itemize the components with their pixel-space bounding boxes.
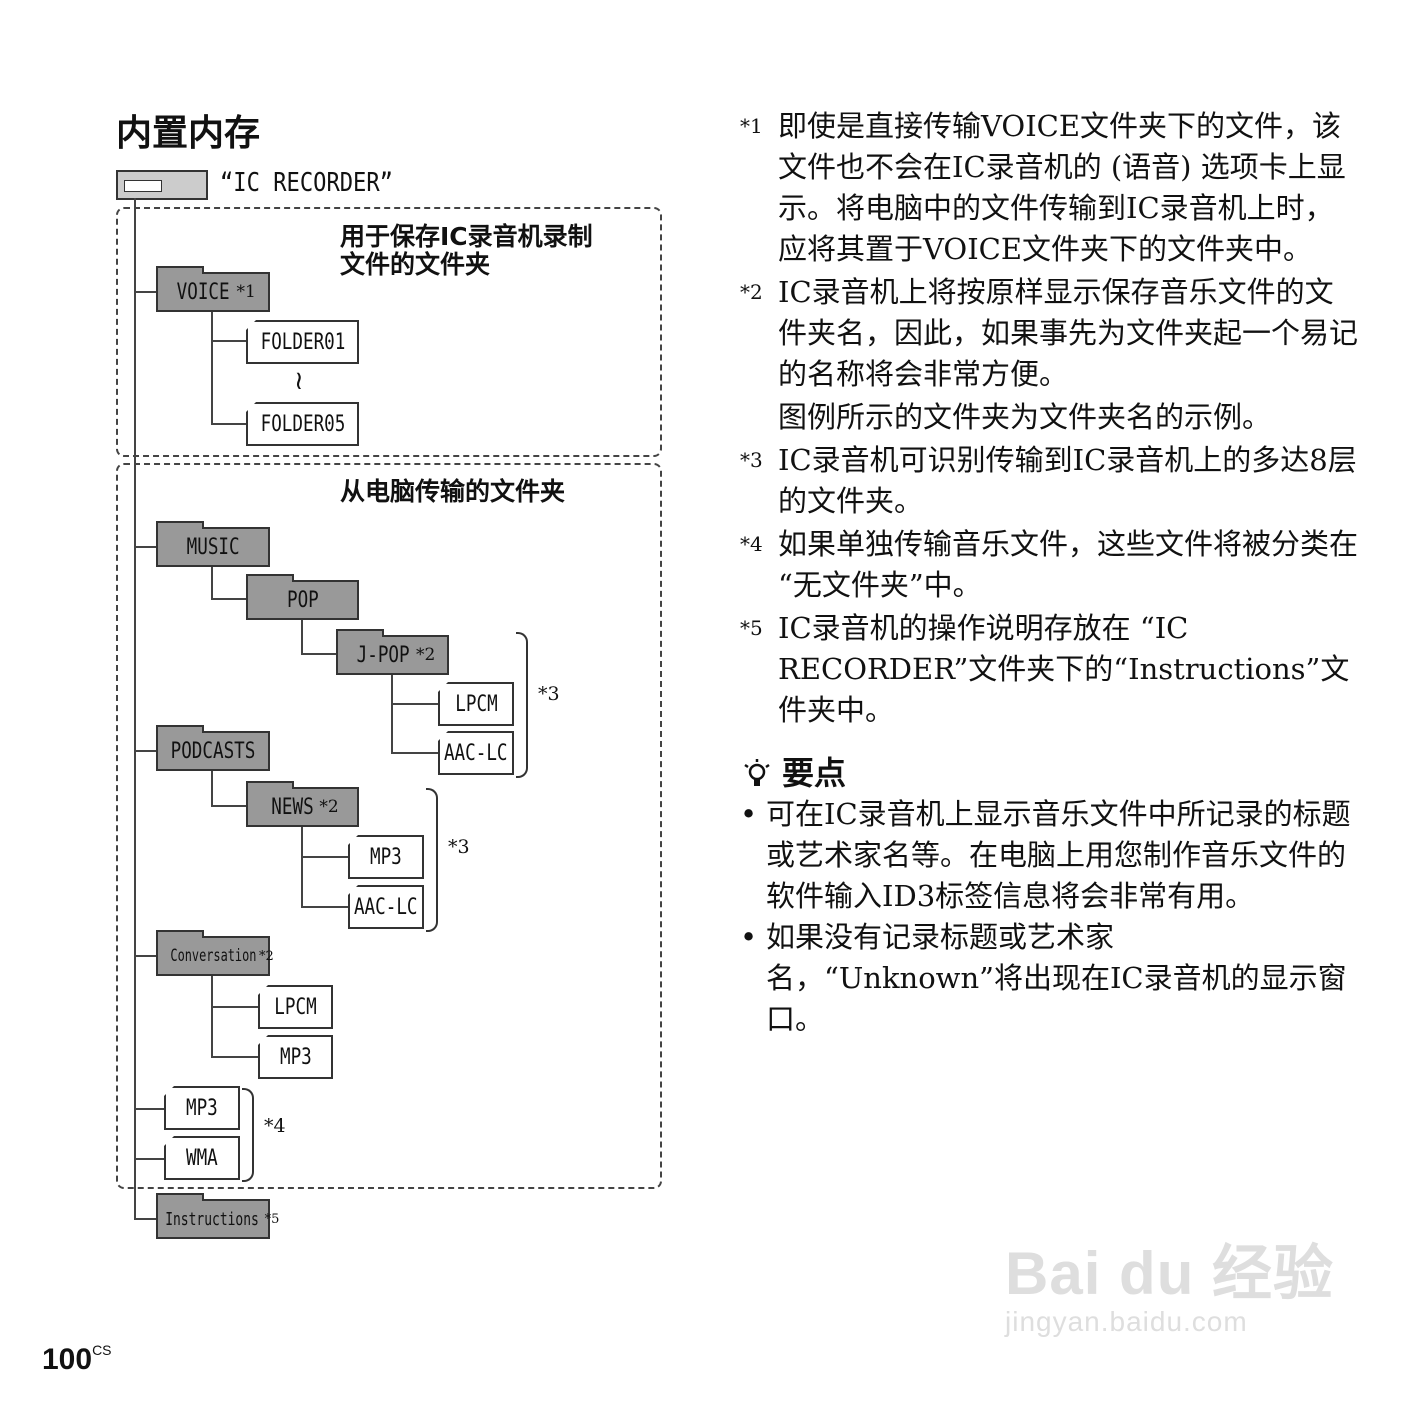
footnote-5: *5 IC录音机的操作说明存放在 “IC RECORDER”文件夹下的“Inst… <box>740 611 1350 727</box>
folder-lpcm-jpop[interactable]: LPCM <box>438 682 514 726</box>
folder-folder05[interactable]: FOLDER05 <box>246 402 359 446</box>
footnote-3: *3 IC录音机可识别传输到IC录音机上的多达8层的文件夹。 <box>740 443 1357 518</box>
tips-heading: 要点 <box>740 753 1360 794</box>
folder-jpop[interactable]: J-POP*2 <box>336 629 449 675</box>
ellipsis-mark: ≀ <box>294 366 304 396</box>
folder-aaclc-jpop[interactable]: AAC-LC <box>438 731 514 775</box>
footnote-4: *4 如果单独传输音乐文件，这些文件将被分类在 “无文件夹”中。 <box>740 527 1359 602</box>
file-mp3-loose[interactable]: MP3 <box>164 1086 240 1130</box>
note-mark-3a: *3 <box>538 683 560 705</box>
footnote-1: *1 即使是直接传输VOICE文件夹下的文件，该文件也不会在IC录音机的 (语音… <box>740 109 1346 266</box>
transferred-folders-label: 从电脑传输的文件夹 <box>340 477 566 506</box>
tree-trunk <box>134 198 136 1218</box>
folder-mp3-news[interactable]: MP3 <box>348 835 424 879</box>
recorded-folders-box <box>116 207 662 457</box>
brace-3a <box>516 632 528 778</box>
brace-3b <box>426 788 438 932</box>
transferred-folders-box <box>116 463 662 1189</box>
folder-news[interactable]: NEWS*2 <box>246 781 359 827</box>
lightbulb-icon <box>744 758 770 786</box>
footnotes: *1 即使是直接传输VOICE文件夹下的文件，该文件也不会在IC录音机的 (语音… <box>740 106 1360 1040</box>
footnote-2: *2 IC录音机上将按原样显示保存音乐文件的文件夹名，因此，如果事先为文件夹起一… <box>740 275 1359 391</box>
footnote-2-example: 图例所示的文件夹为文件夹名的示例。 <box>778 400 1272 434</box>
brace-4 <box>242 1088 254 1182</box>
recorded-folders-label: 用于保存IC录音机录制 文件的文件夹 <box>340 222 593 279</box>
folder-voice[interactable]: VOICE*1 <box>156 266 270 312</box>
folder-mp3-conversation[interactable]: MP3 <box>258 1035 333 1079</box>
drive-label: “IC RECORDER” <box>220 168 393 198</box>
folder-conversation[interactable]: Conversation*2 <box>156 930 274 976</box>
folder-aaclc-news[interactable]: AAC-LC <box>348 885 424 929</box>
note-mark-3b: *3 <box>448 836 470 858</box>
tip-1: • 可在IC录音机上显示音乐文件中所记录的标题或艺术家名等。在电脑上用您制作音乐… <box>740 797 1351 913</box>
folder-lpcm-conversation[interactable]: LPCM <box>258 985 333 1029</box>
file-wma-loose[interactable]: WMA <box>164 1136 240 1180</box>
folder-pop[interactable]: POP <box>246 574 359 620</box>
folder-instructions[interactable]: Instructions*5 <box>156 1193 279 1239</box>
folder-music[interactable]: MUSIC <box>156 521 270 567</box>
tip-2: • 如果没有记录标题或艺术家名，“Unknown”将出现在IC录音机的显示窗口。 <box>740 920 1347 1036</box>
folder-folder01[interactable]: FOLDER01 <box>246 320 359 364</box>
note-mark-4: *4 <box>264 1115 286 1137</box>
folder-podcasts[interactable]: PODCASTS <box>156 725 270 771</box>
drive-icon <box>116 170 208 200</box>
page-title: 内置内存 <box>116 113 261 154</box>
page-number: 100CS <box>42 1342 112 1376</box>
baidu-watermark: Bai du 经验 jingyan.baidu.com <box>1005 1240 1335 1337</box>
